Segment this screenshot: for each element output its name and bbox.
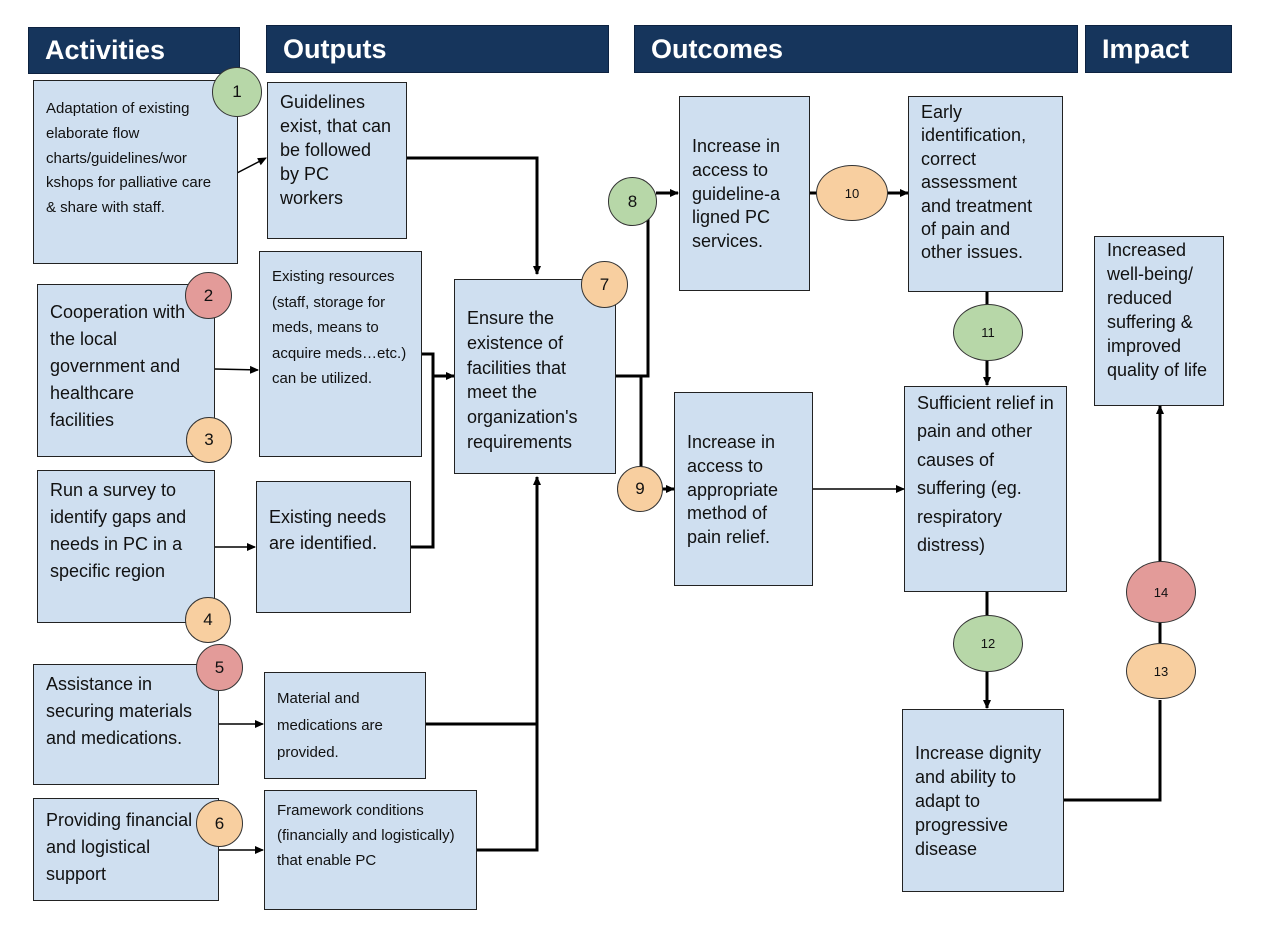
arrow-a2-o2 [214,365,259,374]
activity-box-cooperation: Cooperation with the local government an… [37,284,215,457]
marker-8: 8 [608,177,657,226]
arrow-o5-o6 [477,724,539,852]
marker-13: 13 [1126,643,1196,699]
header-outcomes: Outcomes [634,25,1078,73]
activity-box-adaptation: Adaptation of existing elaborate flow ch… [33,80,238,264]
output-box-guidelines: Guidelines exist, that can be followed b… [267,82,407,239]
marker-1: 1 [212,67,262,117]
marker-12: 12 [953,615,1023,672]
header-impact: Impact [1085,25,1232,73]
impact-box-wellbeing: Increased well-being/ reduced suffering … [1094,236,1224,406]
marker-5: 5 [196,644,243,691]
marker-7: 7 [581,261,628,308]
outcome-box-guideline-access: Increase in access to guideline-a ligned… [679,96,810,291]
marker-2: 2 [185,272,232,319]
outcome-box-sufficient-relief: Sufficient relief in pain and other caus… [904,386,1067,592]
activity-box-survey: Run a survey to identify gaps and needs … [37,470,215,623]
outcome-box-dignity: Increase dignity and ability to adapt to… [902,709,1064,892]
arrow-o3-o6 [410,376,435,549]
arrow-o1-o6 [406,156,541,275]
header-outputs: Outputs [266,25,609,73]
output-box-facilities: Ensure the existence of facilities that … [454,279,616,474]
activity-box-support: Providing financial and logistical suppo… [33,798,219,901]
arrow-o6-oc2 [616,374,643,467]
output-box-framework: Framework conditions (financially and lo… [264,790,477,910]
outcome-box-early-identification: Early identification, correct assessment… [908,96,1063,292]
marker-11: 11 [953,304,1023,361]
header-activities: Activities [28,27,240,74]
marker-10: 10 [816,165,888,221]
marker-6: 6 [196,800,243,847]
marker-14: 14 [1126,561,1196,623]
output-box-needs: Existing needs are identified. [256,481,411,613]
arrow-o4-o6 [425,476,541,726]
marker-9: 9 [617,466,663,512]
marker-4: 4 [185,597,231,643]
activity-box-materials: Assistance in securing materials and med… [33,664,219,785]
arrow-oc5-impact [1064,700,1162,802]
arrow-o2-o6 [421,352,455,380]
output-box-materials: Material and medications are provided. [264,672,426,779]
marker-3: 3 [186,417,232,463]
outcome-box-pain-relief-access: Increase in access to appropriate method… [674,392,813,586]
arrow-a1-o1 [236,157,267,174]
output-box-resources: Existing resources (staff, storage for m… [259,251,422,457]
